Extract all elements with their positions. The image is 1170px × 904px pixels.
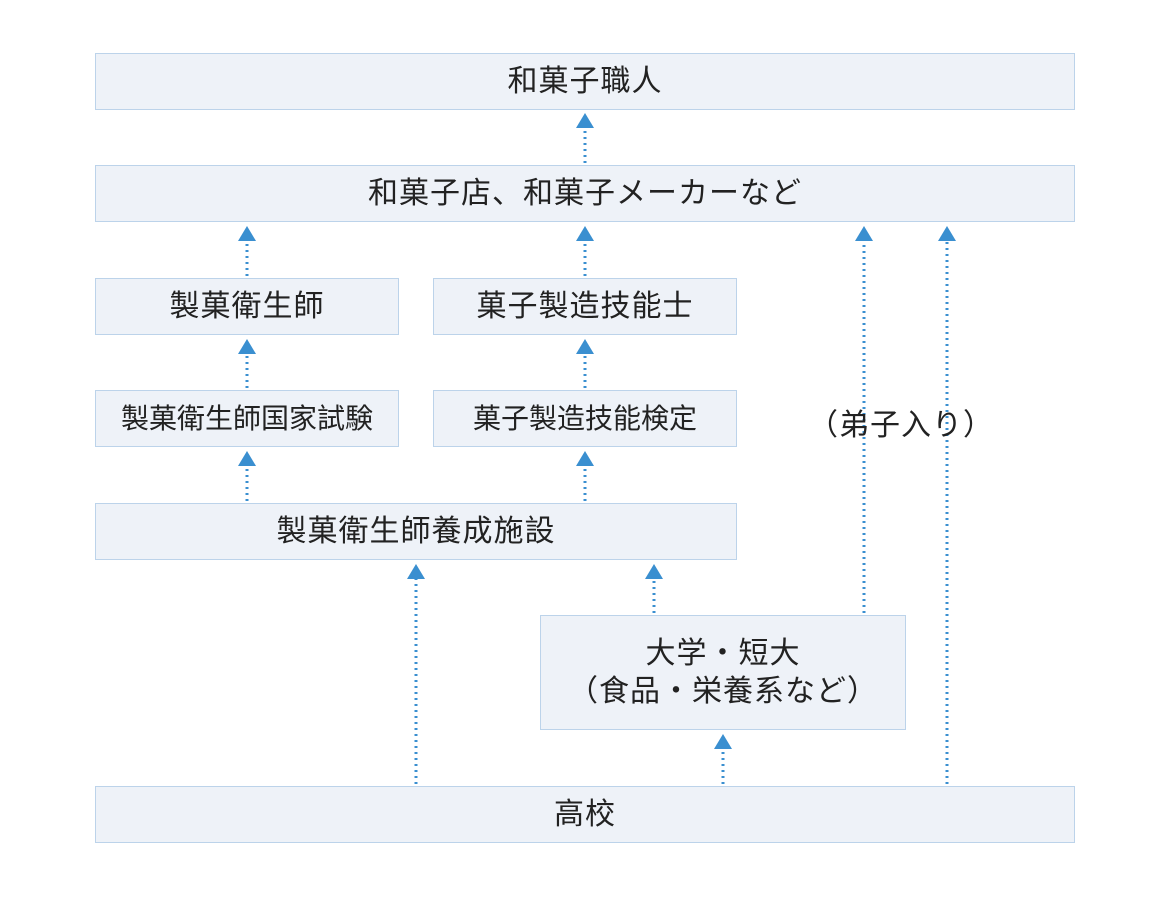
arrow-test-to-technician: [576, 339, 594, 388]
arrow-facility-to-test-head: [576, 451, 594, 466]
node-university-text: 大学・短大 （食品・栄養系など）: [568, 635, 878, 710]
node-university-line2: （食品・栄養系など）: [568, 673, 878, 709]
arrow-facility-to-exam-head: [238, 451, 256, 466]
arrow-apprentice-univ-to-shops: [855, 226, 873, 613]
node-hygienist-exam: 製菓衛生師国家試験: [95, 390, 399, 447]
node-shops-label: 和菓子店、和菓子メーカーなど: [368, 175, 802, 211]
node-shops: 和菓子店、和菓子メーカーなど: [95, 165, 1075, 222]
arrow-school-to-univ: [714, 734, 732, 784]
arrow-exam-to-hygienist-head: [238, 339, 256, 354]
arrow-apprentice-school-to-shops-head: [938, 226, 956, 241]
node-technician-test-label: 菓子製造技能検定: [472, 402, 697, 435]
arrow-facility-to-exam: [238, 451, 256, 501]
arrow-facility-to-test: [576, 451, 594, 501]
arrow-univ-to-facility: [645, 564, 663, 613]
arrow-hygienist-to-shops-head: [238, 226, 256, 241]
arrow-apprentice-univ-to-shops-head: [855, 226, 873, 241]
node-craftsman-label: 和菓子職人: [507, 63, 663, 99]
node-university: 大学・短大 （食品・栄養系など）: [540, 615, 906, 730]
node-craftsman: 和菓子職人: [95, 53, 1075, 110]
node-training-facility-label: 製菓衛生師養成施設: [276, 513, 556, 549]
arrow-test-to-technician-head: [576, 339, 594, 354]
node-high-school: 高校: [95, 786, 1075, 843]
arrow-school-to-univ-head: [714, 734, 732, 749]
node-training-facility: 製菓衛生師養成施設: [95, 503, 737, 560]
arrow-technician-to-shops-head: [576, 226, 594, 241]
arrow-school-to-facility: [407, 564, 425, 784]
arrow-hygienist-to-shops: [238, 226, 256, 276]
node-high-school-label: 高校: [554, 796, 616, 832]
arrow-school-to-facility-head: [407, 564, 425, 579]
arrow-shops-to-craftsman: [576, 113, 594, 163]
arrow-univ-to-facility-head: [645, 564, 663, 579]
node-technician-test: 菓子製造技能検定: [433, 390, 737, 447]
arrow-technician-to-shops: [576, 226, 594, 276]
node-confectionery-technician-label: 菓子製造技能士: [476, 288, 694, 324]
arrow-shops-to-craftsman-head: [576, 113, 594, 128]
node-confectionery-hygienist-label: 製菓衛生師: [169, 288, 325, 324]
node-confectionery-hygienist: 製菓衛生師: [95, 278, 399, 335]
node-hygienist-exam-label: 製菓衛生師国家試験: [120, 402, 373, 435]
node-confectionery-technician: 菓子製造技能士: [433, 278, 737, 335]
node-university-line1: 大学・短大: [645, 636, 801, 671]
arrow-apprentice-school-to-shops: [938, 226, 956, 784]
apprenticeship-label: （弟子入り）: [808, 408, 994, 443]
arrow-exam-to-hygienist: [238, 339, 256, 388]
